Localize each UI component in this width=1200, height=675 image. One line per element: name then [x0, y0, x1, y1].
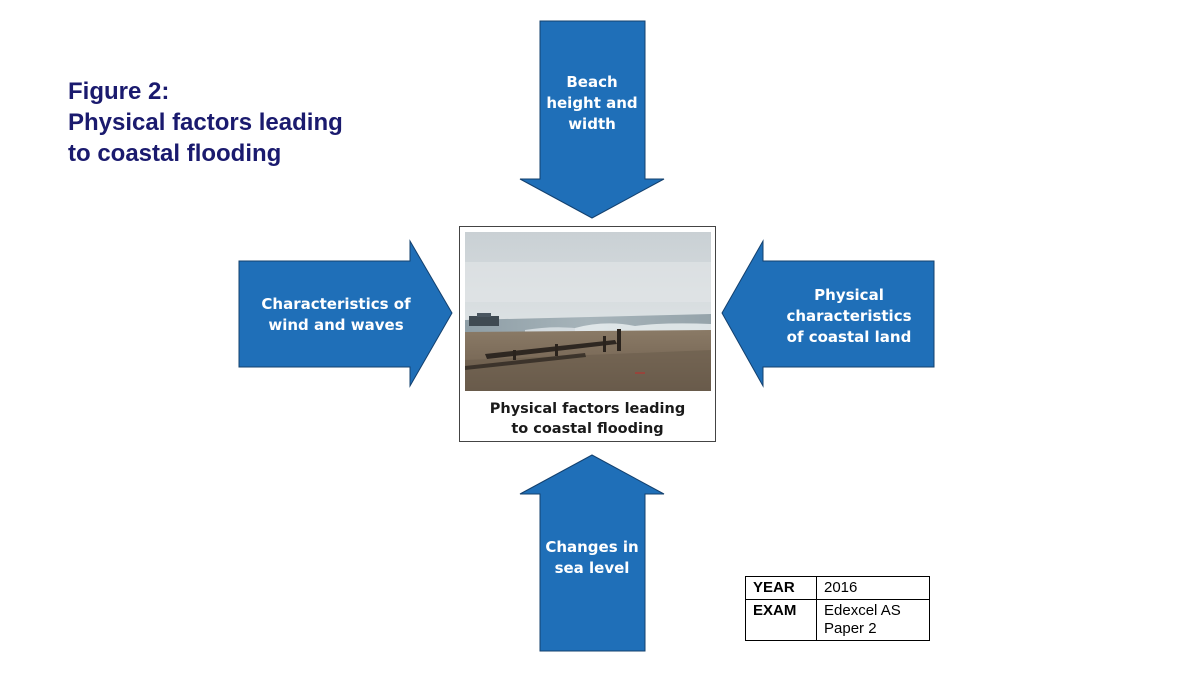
arrow-top-label-line-2: height and [546, 94, 637, 112]
exam-value-cell: Edexcel AS Paper 2 [816, 599, 930, 641]
arrow-right-label-line-3: of coastal land [787, 328, 912, 346]
arrow-wind-and-waves: Characteristics of wind and waves [238, 239, 453, 388]
figure-title-line-3: to coastal flooding [68, 140, 282, 167]
figure-title: Figure 2: Physical factors leading to co… [68, 76, 343, 169]
year-key-cell: YEAR [745, 576, 817, 600]
arrow-top-label-line-3: width [568, 115, 616, 133]
arrow-left-label-line-1: Characteristics of [261, 295, 411, 313]
central-caption-line-1: Physical factors leading [489, 401, 686, 417]
table-row: EXAM Edexcel AS Paper 2 [745, 599, 930, 641]
exam-key-cell: EXAM [745, 599, 817, 641]
exam-info-table: YEAR 2016 EXAM Edexcel AS Paper 2 [745, 576, 930, 641]
arrow-bottom-label-line-1: Changes in [545, 538, 638, 556]
figure-title-line-1: Figure 2: [68, 78, 170, 105]
central-caption-line-2: to coastal flooding [511, 421, 664, 437]
year-value-cell: 2016 [816, 576, 930, 600]
central-factor-box: Physical factors leading to coastal floo… [459, 226, 716, 442]
arrow-left-label-line-2: wind and waves [268, 316, 403, 334]
exam-value-line-2: Paper 2 [824, 620, 877, 637]
exam-value-line-1: Edexcel AS [824, 602, 901, 619]
arrow-right-label-line-2: characteristics [786, 307, 911, 325]
coastal-shingle-beach-photo [465, 232, 711, 391]
figure-title-line-2: Physical factors leading [68, 109, 343, 136]
arrow-top-label-line-1: Beach [566, 73, 617, 91]
arrow-coastal-land: Physical characteristics of coastal land [721, 239, 935, 388]
arrow-sea-level: Changes in sea level [519, 454, 665, 652]
table-row: YEAR 2016 [745, 576, 930, 600]
arrow-bottom-label-line-2: sea level [555, 559, 630, 577]
arrow-right-label-line-1: Physical [814, 286, 884, 304]
arrow-beach-height-and-width: Beach height and width [519, 20, 665, 219]
central-box-caption: Physical factors leading to coastal floo… [460, 399, 715, 439]
